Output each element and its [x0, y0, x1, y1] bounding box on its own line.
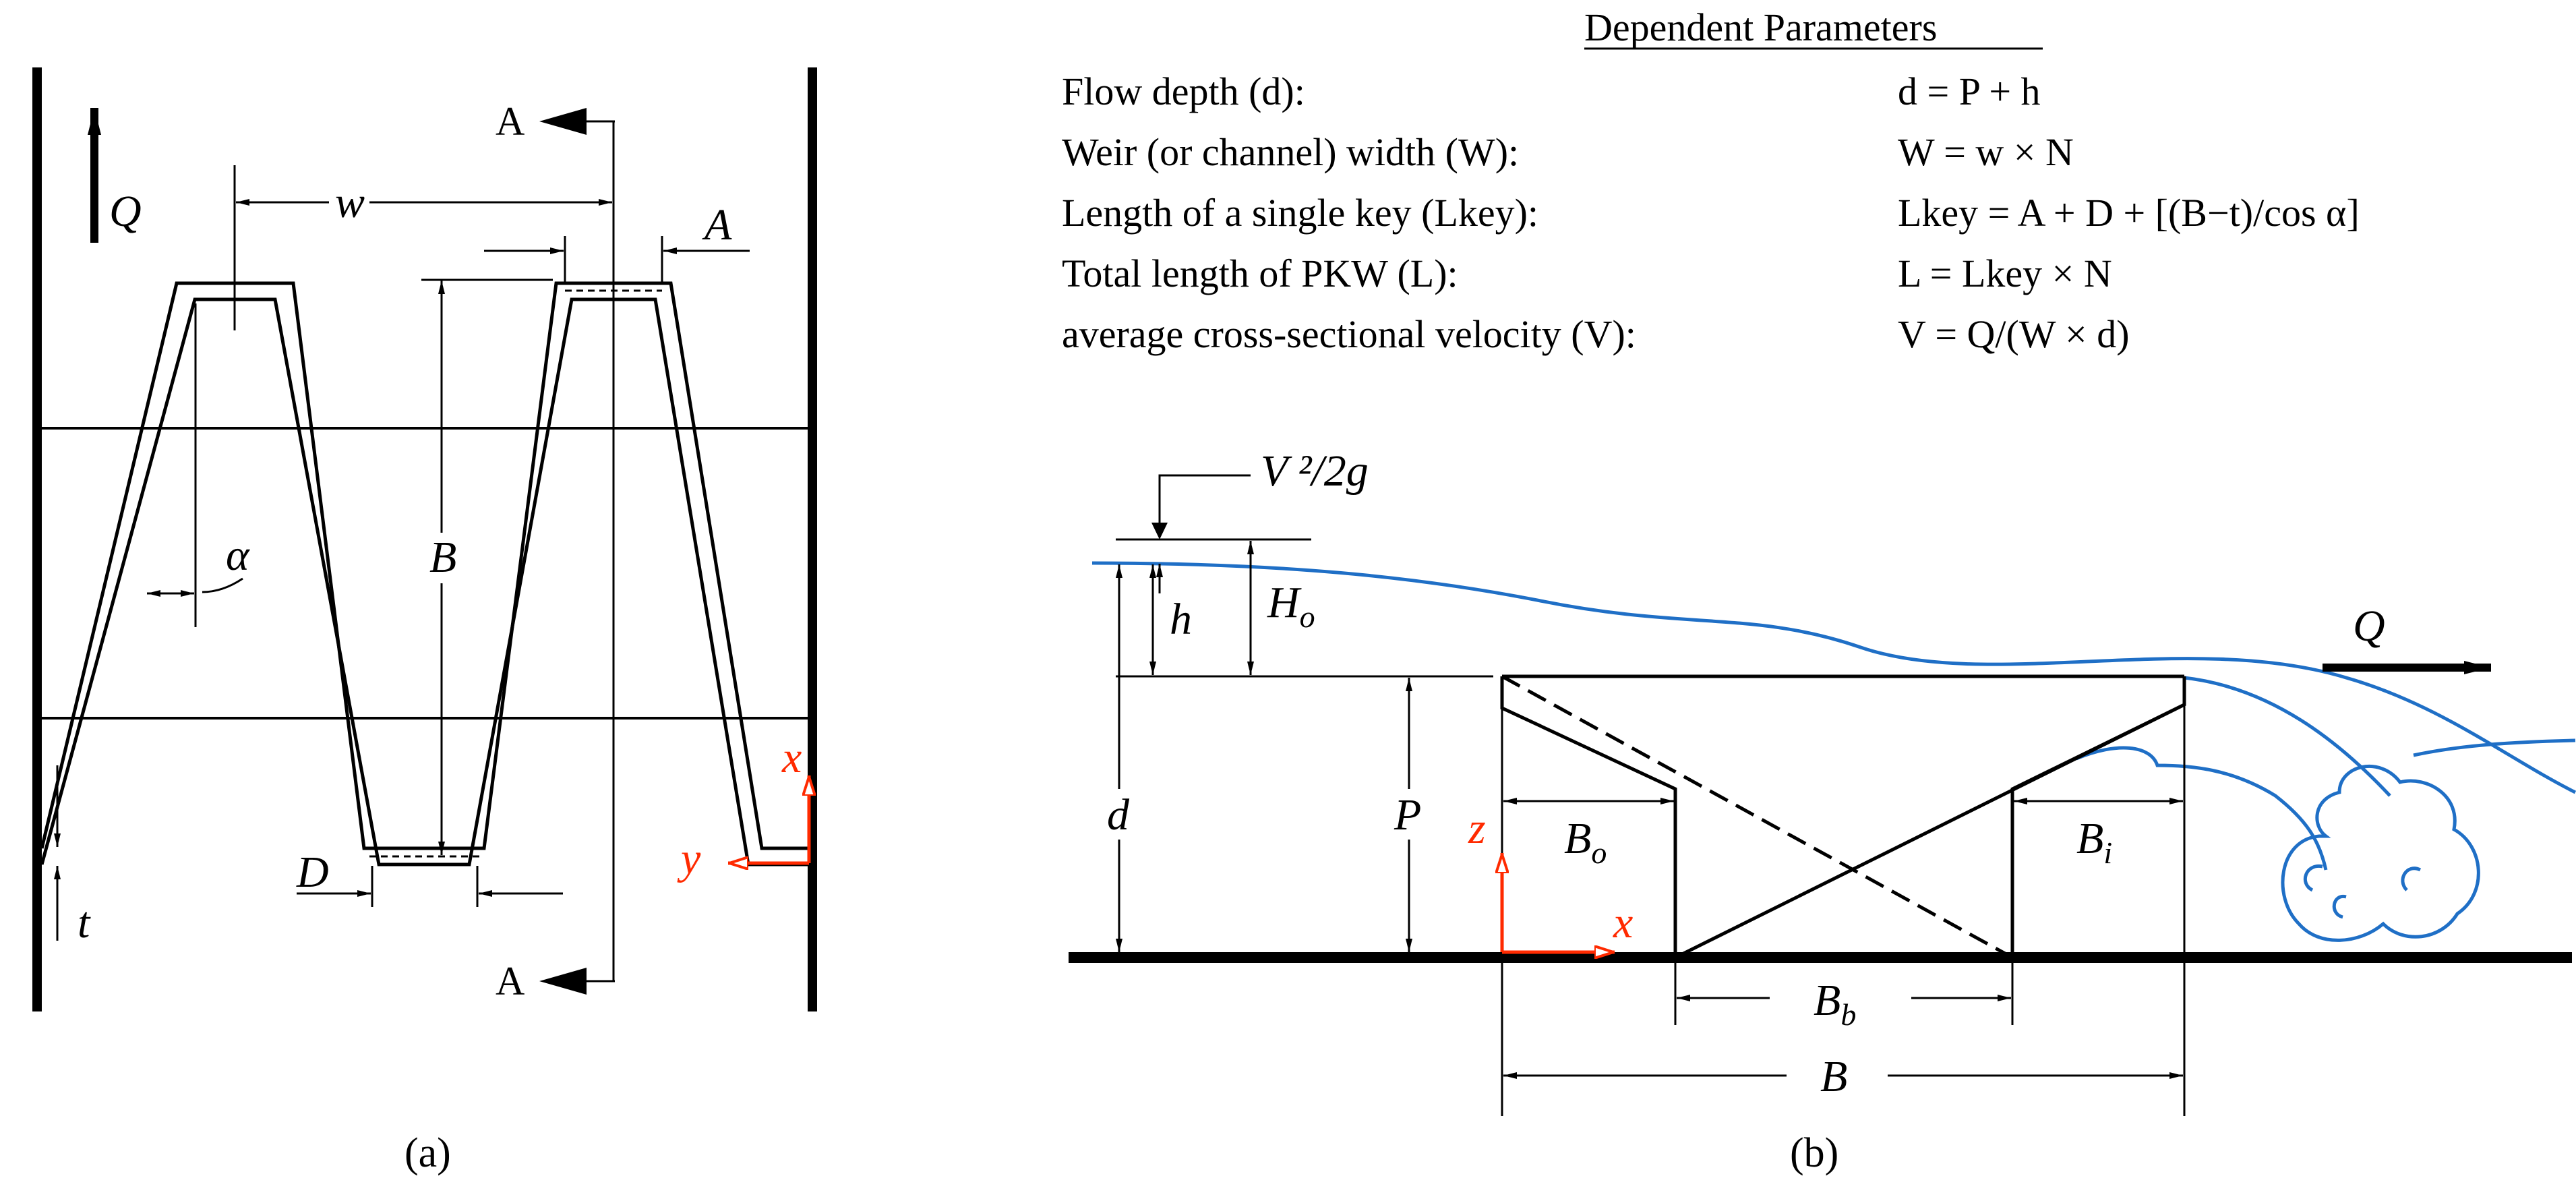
- swirl-inner-1: [2303, 864, 2323, 892]
- label-bo: Bo: [1564, 814, 1607, 870]
- turbulence-swirl: [2281, 765, 2480, 942]
- label-q: Q: [109, 187, 142, 236]
- param-row-2-formula: W = w × N: [1898, 130, 2074, 174]
- label-b-total: B: [1820, 1052, 1847, 1101]
- label-t: t: [78, 898, 91, 947]
- label-axis-z-section: z: [1468, 804, 1486, 853]
- label-velocity-head: V ²/2g: [1261, 446, 1369, 496]
- label-axis-y-plan: y: [677, 834, 701, 883]
- velocity-head-arrow: [1151, 523, 1168, 539]
- water-surface: [1091, 561, 2576, 794]
- label-axis-x-plan: x: [781, 733, 802, 782]
- label-section-a-top: A: [496, 99, 525, 144]
- label-d-depth: d: [1107, 790, 1130, 840]
- param-row-4-formula: L = Lkey × N: [1898, 252, 2112, 295]
- alpha-leader: [202, 577, 243, 593]
- label-ho: Ho: [1267, 578, 1315, 634]
- label-section-a-bottom: A: [496, 959, 525, 1003]
- inlet-floor: [1674, 703, 2186, 960]
- outlet-floor-dashed: [1501, 674, 2014, 960]
- label-w: w: [335, 178, 365, 227]
- param-row-1-label: Flow depth (d):: [1062, 69, 1305, 113]
- caption-b: (b): [1790, 1130, 1838, 1176]
- velocity-head-leader: [1158, 474, 1251, 529]
- swirl-inner-3: [2401, 867, 2422, 891]
- pkw-outer-outline: [40, 281, 808, 850]
- panel-a-plan-view: Q A A w A B α D t x y: [32, 67, 817, 1176]
- label-b: B: [429, 533, 456, 582]
- label-alpha: α: [226, 531, 250, 580]
- section-a-bottom-arrow: [539, 968, 587, 995]
- param-row-5-formula: V = Q/(W × d): [1898, 312, 2130, 356]
- label-bb: Bb: [1814, 976, 1856, 1032]
- param-row-3-label: Length of a single key (Lkey):: [1062, 191, 1538, 235]
- nappe-lower: [2076, 746, 2328, 871]
- label-q-section: Q: [2353, 602, 2385, 651]
- param-row-1-formula: d = P + h: [1898, 69, 2041, 113]
- pkw-inner-outline: [40, 297, 808, 867]
- table-title: Dependent Parameters: [1584, 5, 1937, 49]
- section-a-top-arrow: [539, 108, 587, 135]
- param-row-3-formula: Lkey = A + D + [(B−t)/cos α]: [1898, 191, 2360, 235]
- label-h: h: [1170, 595, 1192, 644]
- nappe-upper: [2184, 676, 2391, 797]
- param-row-2-label: Weir (or channel) width (W):: [1062, 130, 1519, 174]
- label-p: P: [1394, 790, 1421, 840]
- downstream-water: [2413, 738, 2576, 757]
- param-row-4-label: Total length of PKW (L):: [1062, 252, 1458, 295]
- caption-a: (a): [405, 1130, 451, 1176]
- panel-b-section-view: V ²/2g h Ho d P Q Bo Bi Bb B z x (b): [1069, 446, 2576, 1176]
- label-bi: Bi: [2076, 814, 2112, 870]
- label-d: D: [296, 848, 329, 897]
- label-a-width: A: [702, 200, 732, 250]
- param-row-5-label: average cross-sectional velocity (V):: [1062, 312, 1636, 356]
- label-axis-x-section: x: [1613, 898, 1633, 947]
- dependent-parameters-table: Dependent Parameters Flow depth (d): d =…: [1062, 5, 2360, 356]
- swirl-inner-2: [2332, 895, 2347, 919]
